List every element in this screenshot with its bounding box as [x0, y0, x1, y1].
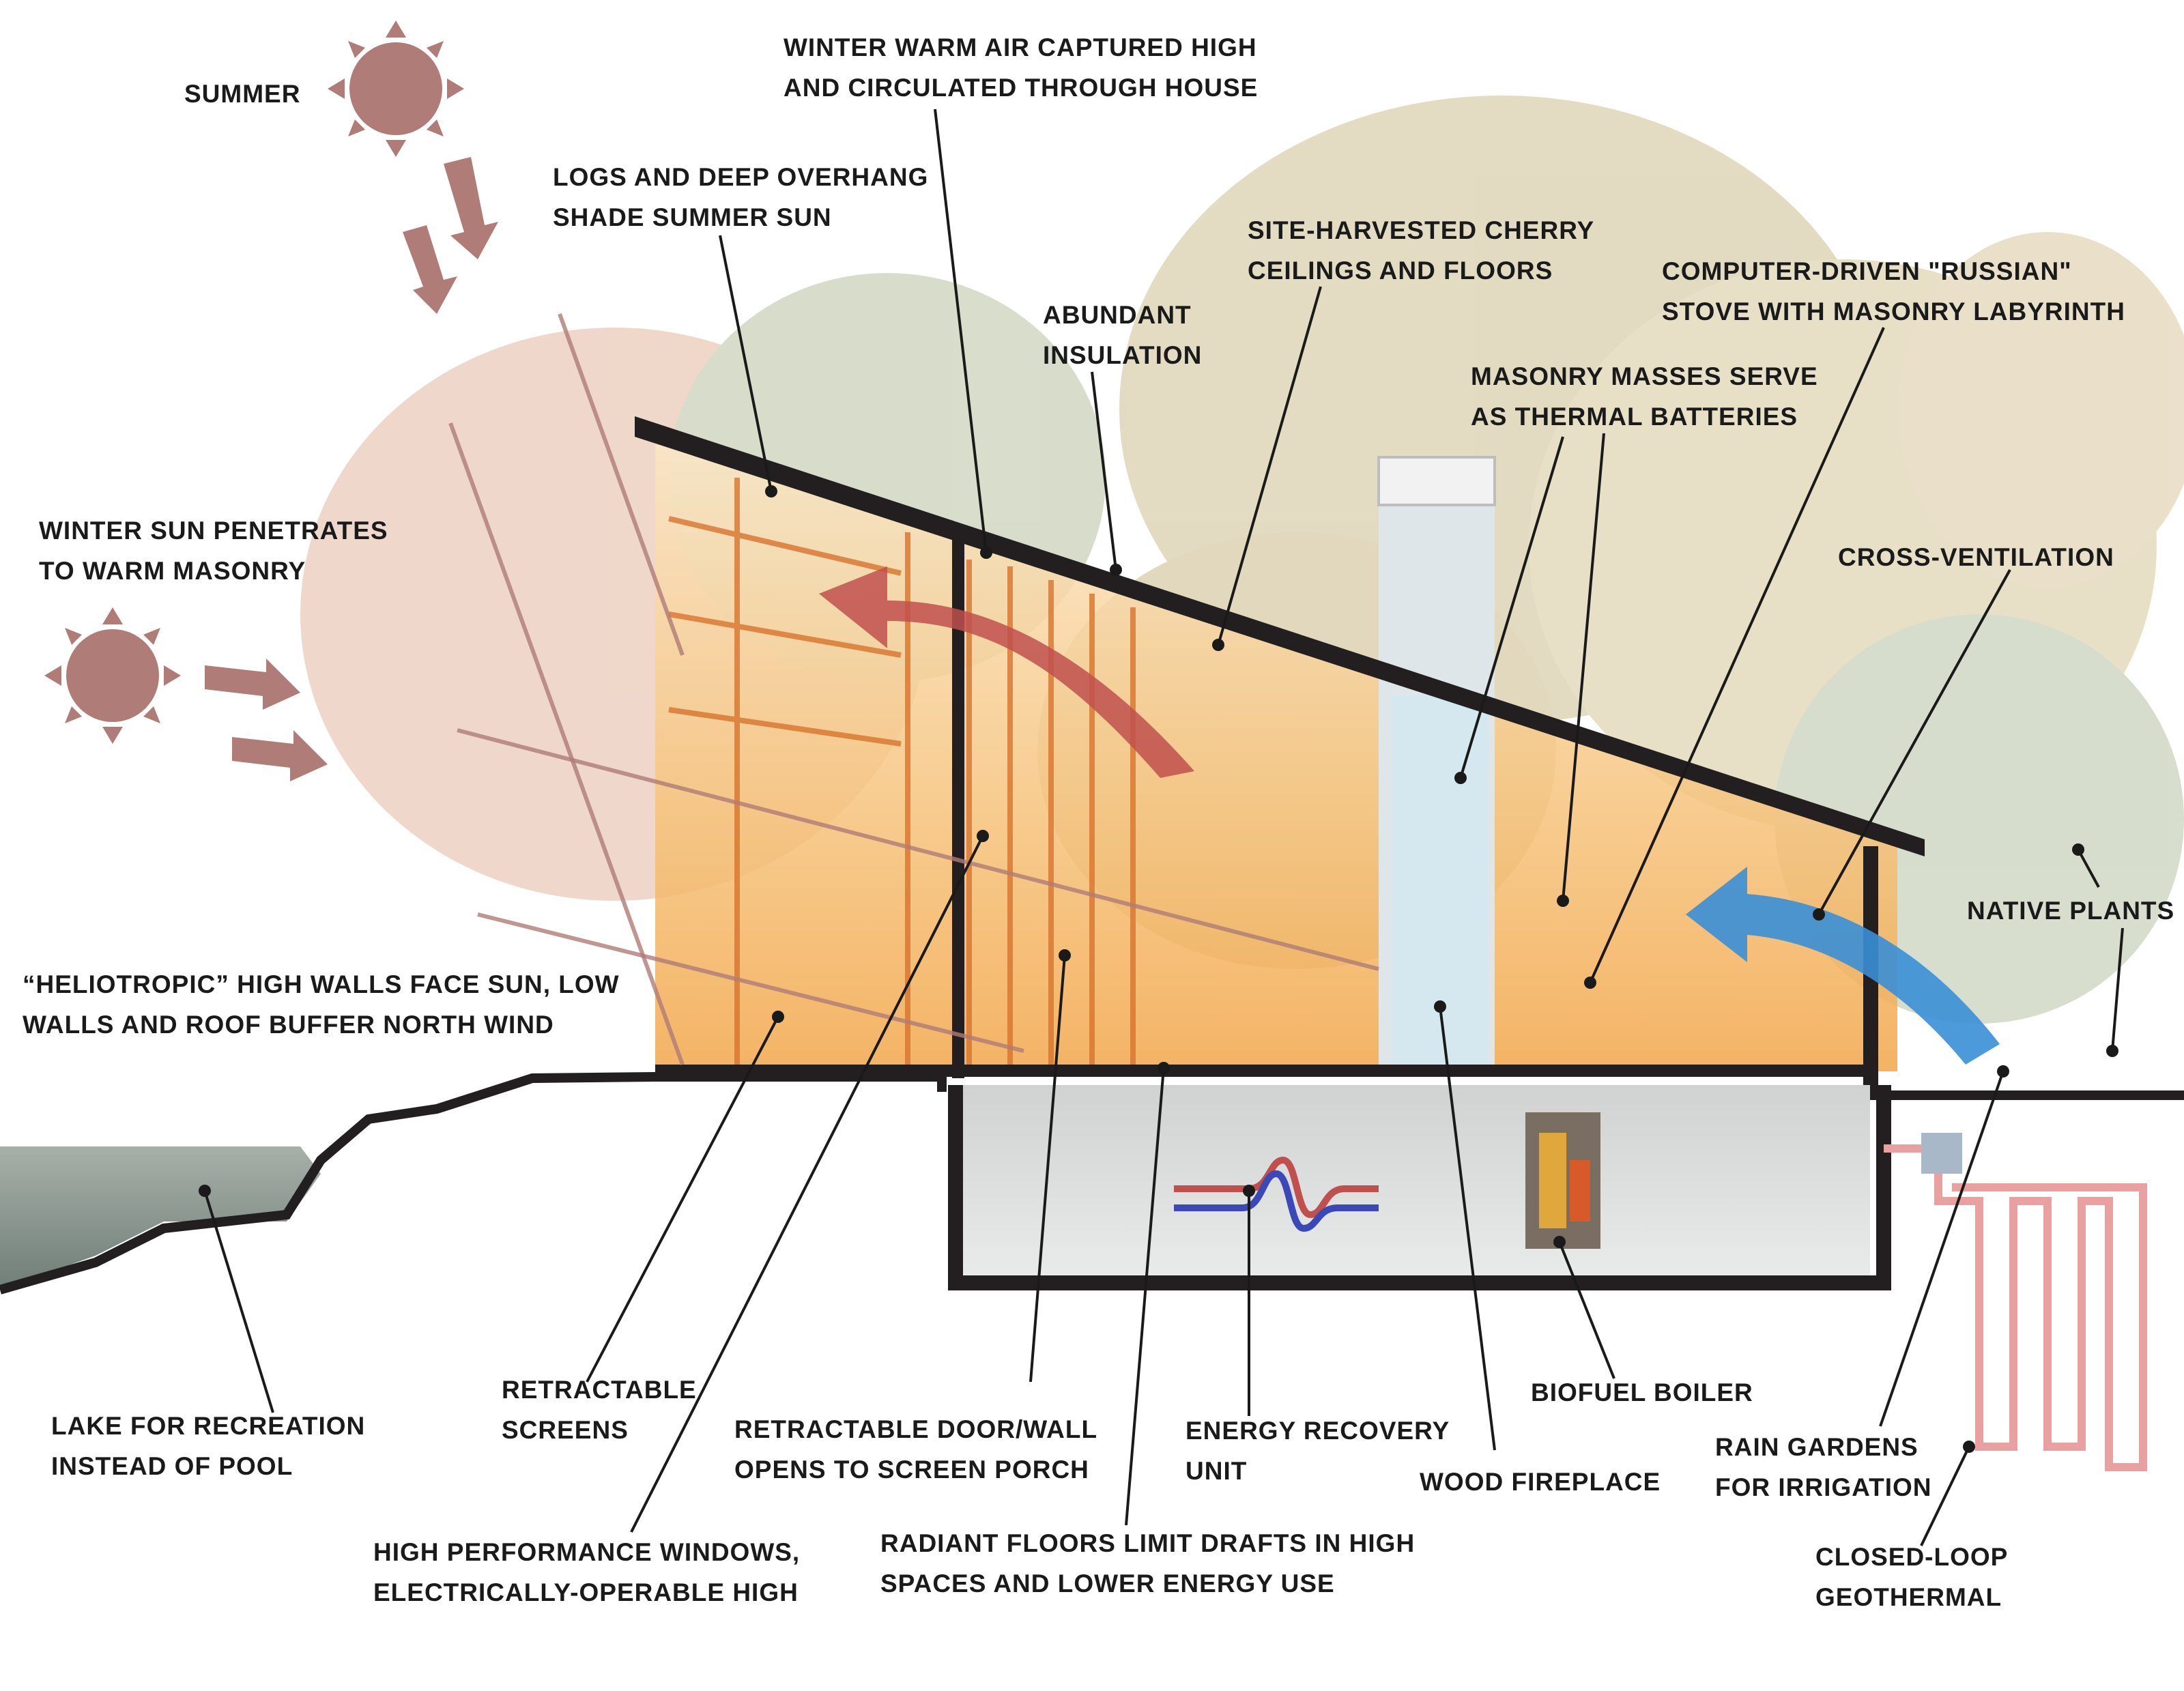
energy-recovery-unit-icon	[1174, 1156, 1379, 1232]
label-retractable-screens: RETRACTABLE SCREENS	[502, 1376, 697, 1444]
label-insulation: ABUNDANT INSULATION	[1043, 301, 1203, 369]
label-winter-warm-air: WINTER WARM AIR CAPTURED HIGH AND CIRCUL…	[784, 33, 1259, 102]
label-summer: SUMMER	[184, 80, 301, 108]
winter-sun-icon	[44, 607, 181, 744]
basement	[956, 1085, 1870, 1276]
house-interior	[655, 437, 1897, 1071]
lake	[0, 1146, 321, 1290]
label-rain-gardens: RAIN GARDENS FOR IRRIGATION	[1715, 1433, 1932, 1501]
label-biofuel-boiler: BIOFUEL BOILER	[1531, 1378, 1753, 1406]
label-winter-sun: WINTER SUN PENETRATES TO WARM MASONRY	[39, 517, 388, 585]
summer-sun-arrows	[403, 157, 498, 314]
label-closed-loop-geothermal: CLOSED-LOOP GEOTHERMAL	[1815, 1543, 2009, 1611]
label-cross-ventilation: CROSS-VENTILATION	[1838, 543, 2114, 571]
leader-dots	[199, 485, 2118, 1453]
geothermal-heat-pump	[1921, 1133, 1962, 1174]
main-floor	[655, 1065, 1870, 1077]
leader-lines	[203, 109, 2124, 1546]
label-masonry-masses: MASONRY MASSES SERVE AS THERMAL BATTERIE…	[1471, 362, 1818, 431]
label-cherry: SITE-HARVESTED CHERRY CEILINGS AND FLOOR…	[1248, 216, 1595, 285]
label-wood-fireplace: WOOD FIREPLACE	[1420, 1468, 1661, 1496]
chimney-top	[1377, 456, 1496, 506]
label-lake: LAKE FOR RECREATION INSTEAD OF POOL	[51, 1412, 366, 1480]
cross-ventilation-arrow	[1686, 867, 2000, 1065]
biofuel-boiler-icon	[1525, 1112, 1600, 1249]
basement-walls	[948, 1085, 1891, 1290]
geothermal-loop	[1884, 1144, 2147, 1471]
winter-sun-arrows	[205, 659, 328, 781]
winter-sun-rays	[457, 728, 1379, 1053]
warm-air-arrow	[819, 566, 1194, 778]
roof	[635, 416, 1925, 856]
label-logs-overhang: LOGS AND DEEP OVERHANG SHADE SUMMER SUN	[553, 163, 929, 231]
label-energy-recovery: ENERGY RECOVERY UNIT	[1186, 1417, 1450, 1485]
label-retractable-door-wall: RETRACTABLE DOOR/WALL OPENS TO SCREEN PO…	[734, 1415, 1098, 1484]
label-radiant-floors: RADIANT FLOORS LIMIT DRAFTS IN HIGH SPAC…	[880, 1529, 1416, 1598]
south-post	[952, 532, 964, 1078]
label-russian-stove: COMPUTER-DRIVEN "RUSSIAN" STOVE WITH MAS…	[1662, 257, 2125, 326]
summer-sun-icon	[328, 20, 464, 157]
label-heliotropic: “HELIOTROPIC” HIGH WALLS FACE SUN, LOW W…	[23, 970, 620, 1039]
label-high-performance-windows: HIGH PERFORMANCE WINDOWS, ELECTRICALLY-O…	[373, 1538, 801, 1606]
label-native-plants: NATIVE PLANTS	[1967, 897, 2175, 925]
